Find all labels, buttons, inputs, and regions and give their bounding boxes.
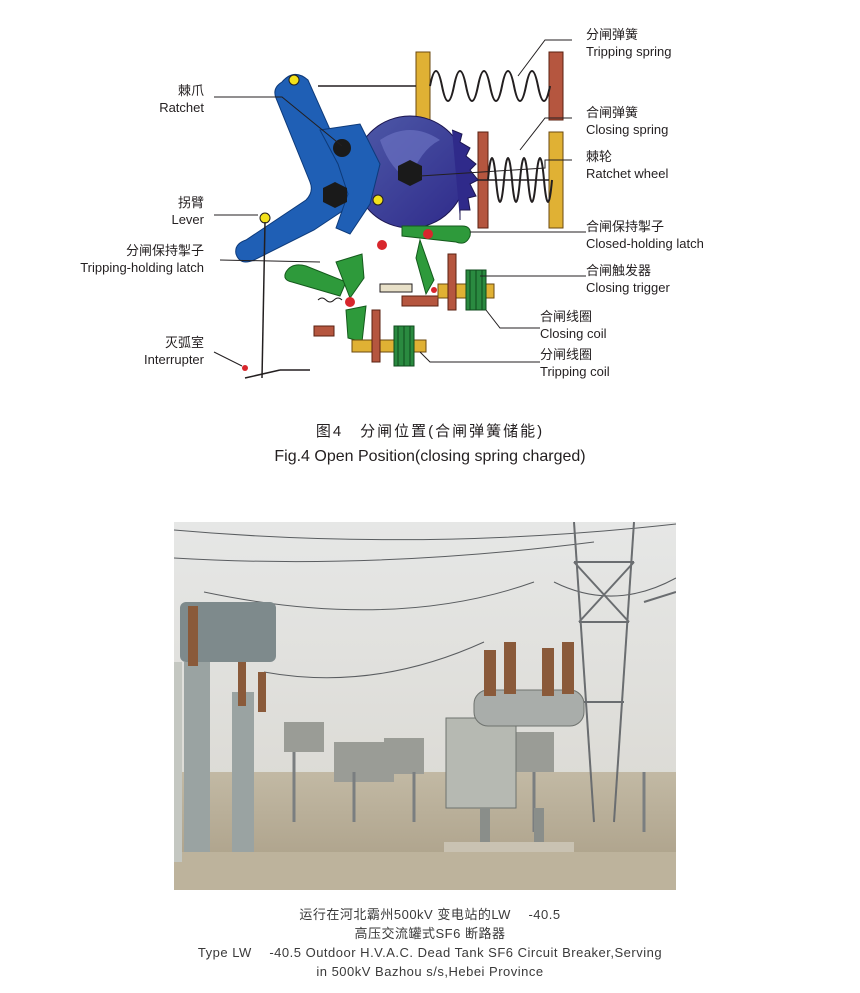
tripping-coil-assembly <box>351 309 427 367</box>
label-tripping-coil: 分闸线圈 Tripping coil <box>540 346 610 380</box>
label-ratchet-wheel: 棘轮 Ratchet wheel <box>586 148 668 182</box>
label-closing-trigger: 合闸触发器 Closing trigger <box>586 262 670 296</box>
tripping-holding-latch <box>284 253 367 343</box>
label-tripping-spring: 分闸弹簧 Tripping spring <box>586 26 672 60</box>
label-cn: 分闸弹簧 <box>586 27 639 42</box>
label-en: Closing trigger <box>586 280 670 295</box>
mechanism-drawing <box>213 39 586 379</box>
photo-caption-line3: Type LW -40.5 Outdoor H.V.A.C. Dead Tank… <box>197 945 663 960</box>
closed-holding-latch <box>401 225 471 244</box>
label-ratchet: 棘爪 Ratchet <box>100 82 204 116</box>
label-en: Closed-holding latch <box>586 236 704 251</box>
label-en: Lever <box>171 212 204 227</box>
label-cn: 分闸线圈 <box>540 347 593 362</box>
substation-photo <box>174 522 676 890</box>
label-interrupter: 灭弧室 Interrupter <box>100 334 204 368</box>
lever-arm <box>235 74 387 263</box>
label-cn: 合闸线圈 <box>540 309 593 324</box>
label-closing-coil: 合闸线圈 Closing coil <box>540 308 606 342</box>
label-en: Closing coil <box>540 326 607 341</box>
photo-caption-line2: 高压交流罐式SF6 断路器 <box>354 926 506 941</box>
label-en: Tripping-holding latch <box>80 260 204 275</box>
label-en: Interrupter <box>144 352 204 367</box>
label-lever: 拐臂 Lever <box>100 194 204 228</box>
label-tripping-holding-latch: 分闸保持掣子 Tripping-holding latch <box>40 242 204 276</box>
tripping-spring <box>318 51 564 121</box>
label-cn: 合闸弹簧 <box>586 105 639 120</box>
label-closing-spring: 合闸弹簧 Closing spring <box>586 104 668 138</box>
interrupter-linkage <box>242 221 310 379</box>
label-cn: 棘轮 <box>586 149 613 164</box>
label-en: Tripping spring <box>586 44 672 59</box>
photo-caption-line4: in 500kV Bazhou s/s,Hebei Province <box>316 964 544 979</box>
photo-illustration <box>174 522 676 890</box>
photo-caption-line1: 运行在河北霸州500kV 变电站的LW -40.5 <box>299 907 561 922</box>
label-en: Closing spring <box>586 122 669 137</box>
label-cn: 拐臂 <box>177 195 204 210</box>
mechanism-diagram: 分闸弹簧 Tripping spring 合闸弹簧 Closing spring… <box>0 0 860 400</box>
label-en: Ratchet <box>159 100 204 115</box>
label-closed-holding-latch: 合闸保持掣子 Closed-holding latch <box>586 218 704 252</box>
leader-lines <box>213 39 586 367</box>
label-en: Ratchet wheel <box>586 166 669 181</box>
label-cn: 合闸触发器 <box>586 263 652 278</box>
label-cn: 合闸保持掣子 <box>586 219 665 234</box>
photo-caption: 运行在河北霸州500kV 变电站的LW -40.5 高压交流罐式SF6 断路器 … <box>0 905 860 981</box>
label-en: Tripping coil <box>540 364 610 379</box>
label-cn: 棘爪 <box>177 83 204 98</box>
closing-trigger-assembly <box>379 238 495 311</box>
label-cn: 分闸保持掣子 <box>125 243 204 258</box>
label-cn: 灭弧室 <box>164 335 204 350</box>
figure-caption-en: Fig.4 Open Position(closing spring charg… <box>274 448 586 465</box>
figure-caption-cn: 图4 分闸位置(合闸弹簧储能) <box>315 423 545 440</box>
